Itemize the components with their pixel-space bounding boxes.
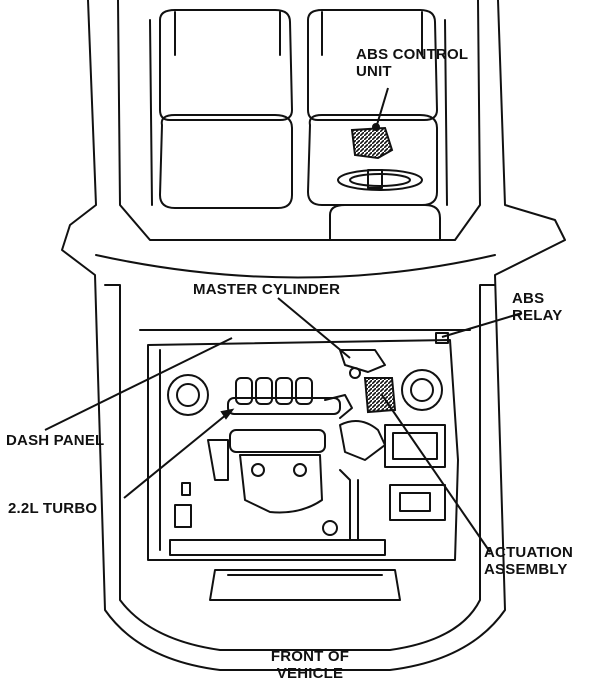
leader-dash-panel: [45, 338, 232, 430]
front-of-vehicle-label: FRONT OF VEHICLE: [270, 648, 350, 682]
cabin-outline: [62, 0, 565, 670]
abs-control-unit-label: ABS CONTROL UNIT: [356, 46, 469, 80]
leader-master-cylinder: [278, 298, 350, 358]
master-cylinder: [340, 350, 385, 378]
engine-bay: [148, 340, 458, 560]
actuation-assembly-label: ACTUATION ASSEMBLY: [484, 544, 574, 578]
abs-control-unit: [352, 128, 392, 158]
battery-and-accessories: [385, 425, 445, 520]
center-console: [330, 170, 440, 240]
left-front-seat: [150, 10, 292, 208]
leader-engine: [124, 410, 232, 498]
leader-abs-relay: [442, 313, 522, 337]
engine-label: 2.2L TURBO: [8, 500, 98, 517]
engine-2-2l-turbo: [170, 378, 385, 555]
abs-relay: [436, 333, 448, 343]
radiator-support: [210, 570, 400, 600]
leader-actuation-assembly: [382, 395, 490, 552]
leader-abs-control-unit: [373, 88, 388, 130]
abs-relay-label: ABS RELAY: [512, 290, 563, 324]
right-front-seat: [308, 10, 447, 205]
dash-panel-label: DASH PANEL: [6, 432, 105, 449]
master-cylinder-label: MASTER CYLINDER: [193, 281, 341, 298]
